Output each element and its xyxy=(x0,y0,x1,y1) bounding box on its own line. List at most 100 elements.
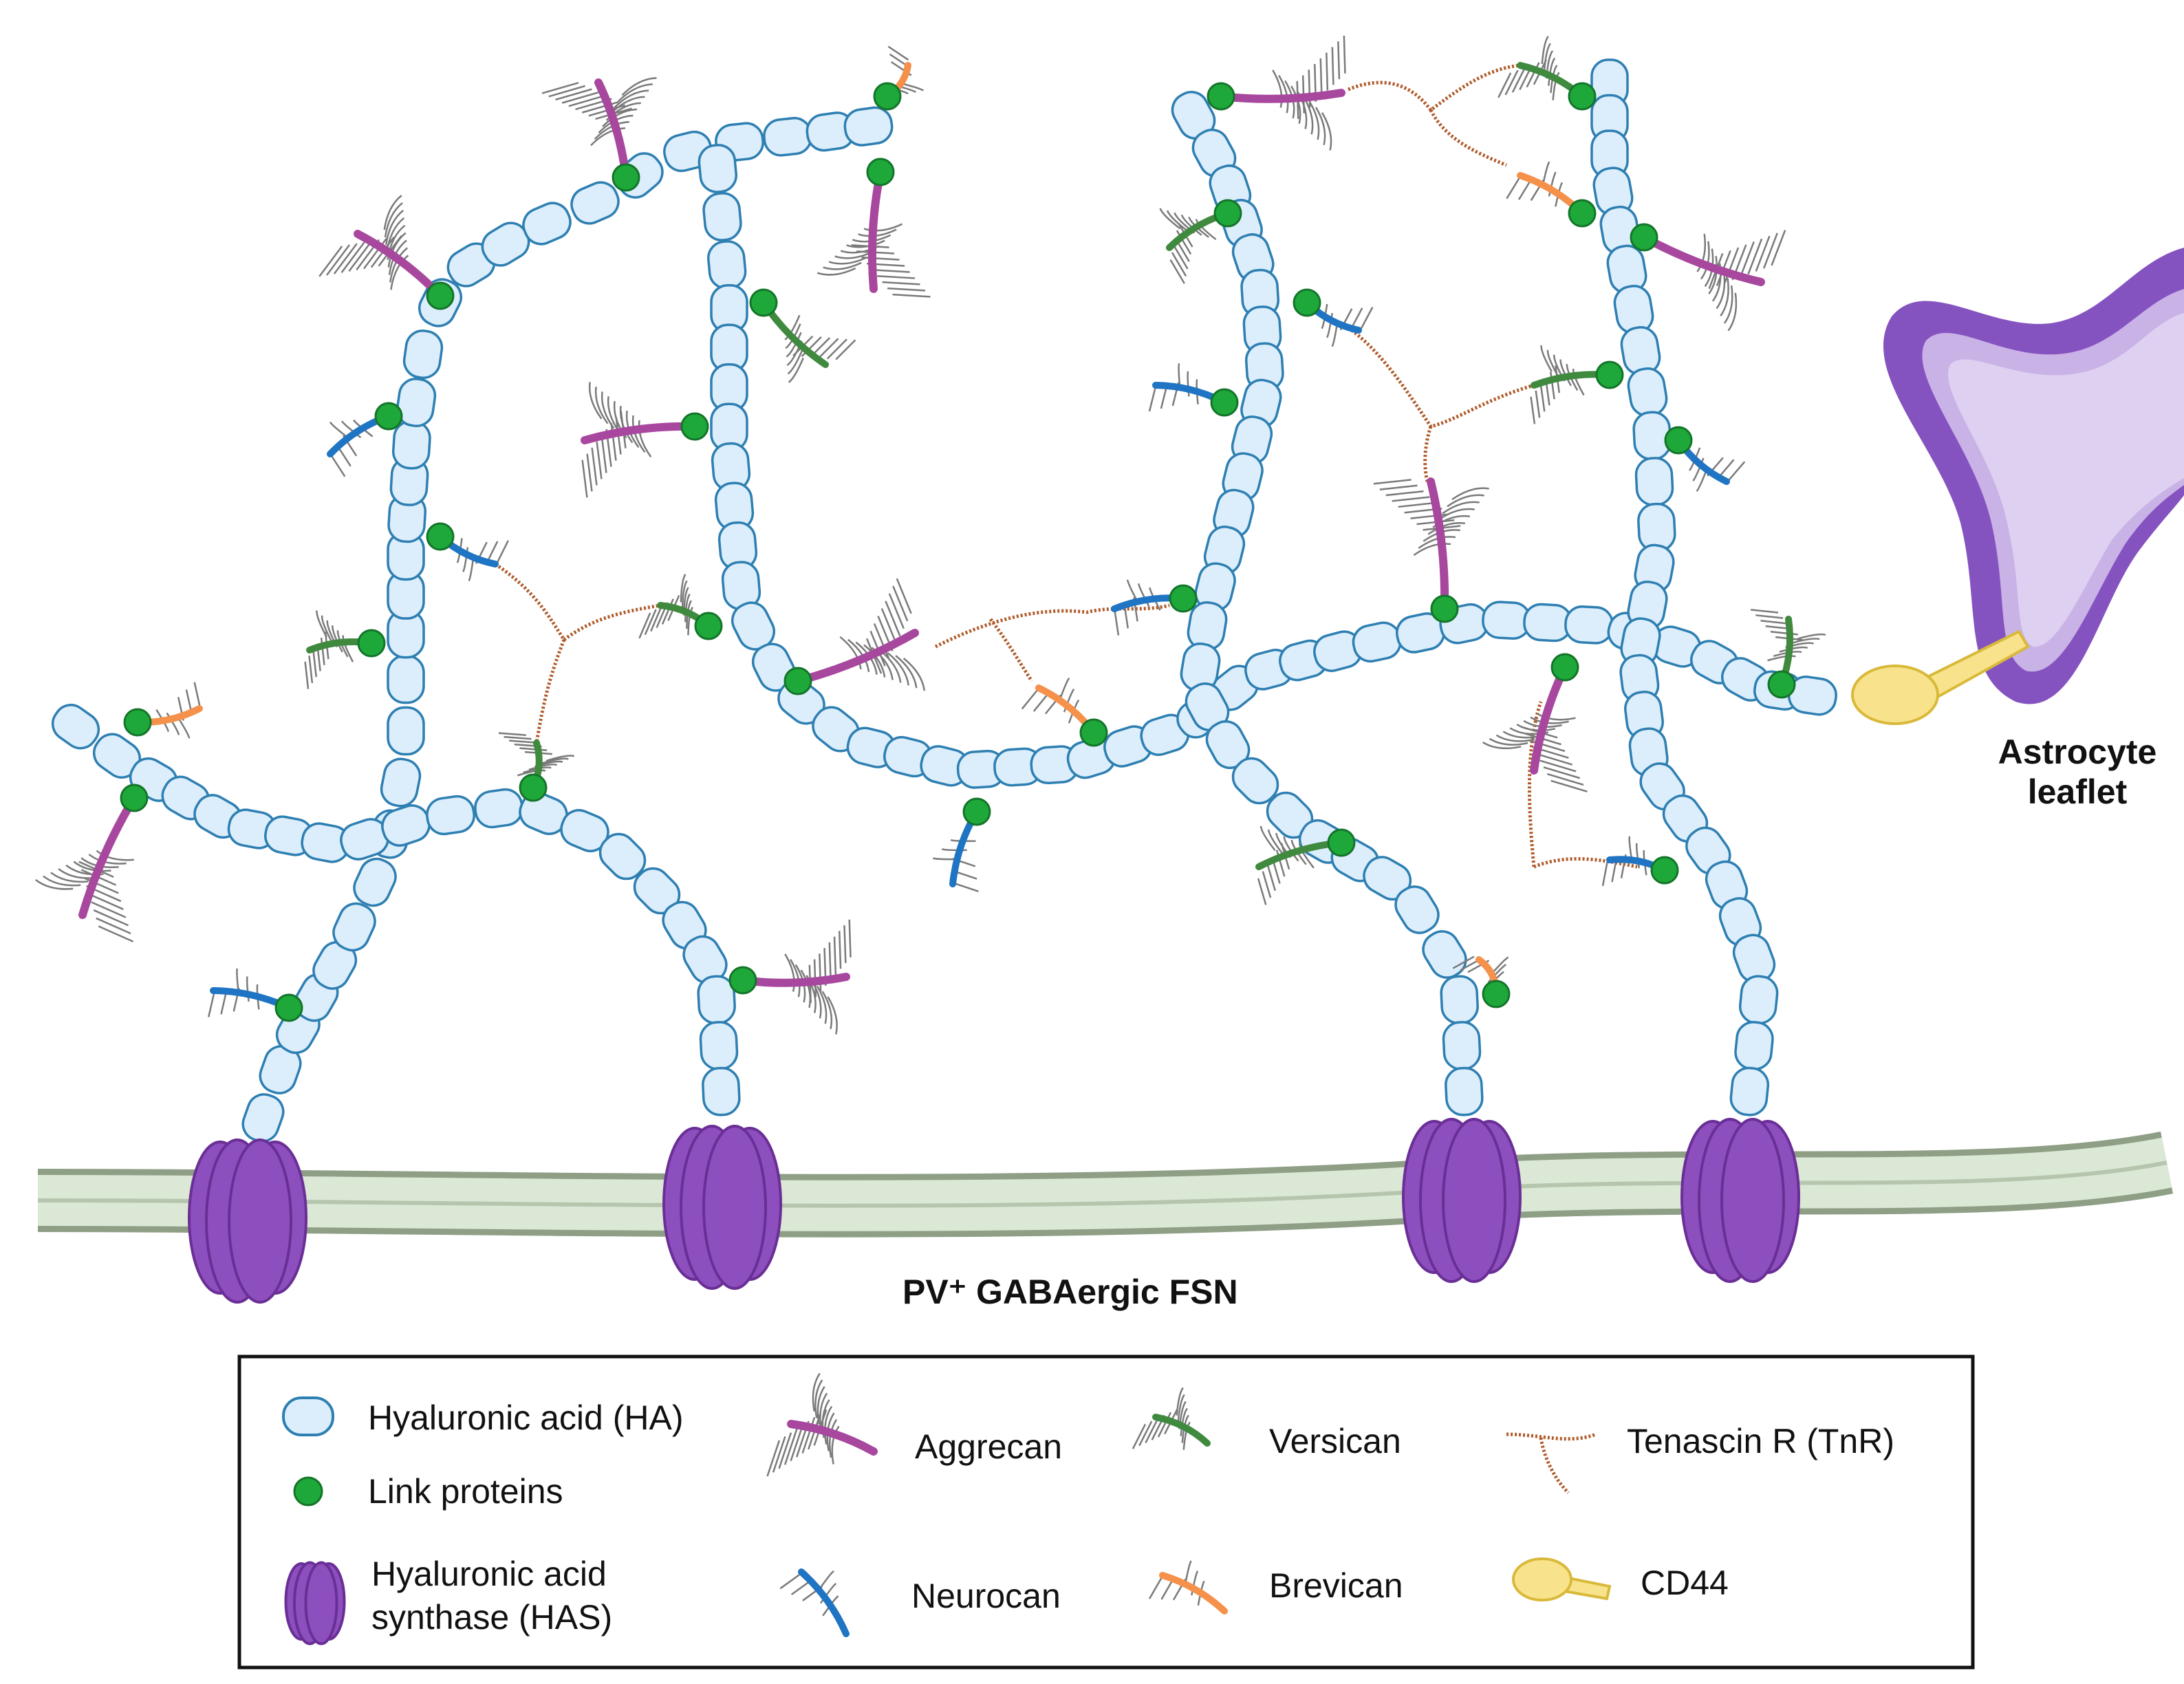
ha-bead xyxy=(387,706,425,756)
ha-bead xyxy=(702,1066,741,1116)
tenascin-strand xyxy=(934,603,1170,649)
cd44-icon xyxy=(1512,1557,1612,1601)
aggrecan-molecule xyxy=(1373,477,1489,623)
aggrecan-molecule xyxy=(817,158,931,298)
link-protein xyxy=(1664,426,1693,455)
brevican-molecule xyxy=(1506,161,1597,228)
ha-bead xyxy=(396,378,437,427)
tenascin-strand xyxy=(1527,701,1543,867)
astrocyte-label-line1: Astrocyte xyxy=(1998,733,2157,771)
ha-synthase xyxy=(1680,1118,1800,1283)
link-protein xyxy=(962,797,991,826)
aggrecan-molecule xyxy=(35,784,149,942)
versican-molecule xyxy=(638,574,723,640)
legend-has-label-line2: synthase (HAS) xyxy=(371,1598,612,1637)
versican-molecule xyxy=(498,732,575,802)
tenascin-strand xyxy=(534,639,566,744)
versican-molecule xyxy=(1159,199,1242,284)
ha-synthase xyxy=(284,1561,346,1645)
link-protein xyxy=(1079,718,1108,747)
legend-brevican-label: Brevican xyxy=(1269,1566,1403,1605)
link-protein xyxy=(274,993,303,1022)
aggrecan-molecule xyxy=(783,578,926,695)
ha-bead xyxy=(241,1093,285,1143)
proteoglycans xyxy=(35,35,1826,1035)
link-protein xyxy=(1767,670,1796,699)
ha-bead xyxy=(1422,930,1467,979)
link-protein xyxy=(783,667,812,695)
versican-molecule xyxy=(1255,825,1356,905)
link-protein xyxy=(694,612,723,640)
legend-aggrecan-label: Aggrecan xyxy=(915,1427,1062,1466)
legend-neurocan-label: Neurocan xyxy=(911,1577,1061,1615)
ha-bead xyxy=(332,902,376,952)
ha-bead xyxy=(522,202,572,246)
aggrecan-molecule xyxy=(766,1372,878,1477)
neurocan-icon xyxy=(779,1568,850,1637)
ha-bead xyxy=(51,704,100,750)
cd44-receptor xyxy=(1851,629,2030,725)
neurocan-molecule xyxy=(327,402,403,477)
brevican-molecule xyxy=(873,45,925,111)
tenascin-strand xyxy=(1348,63,1521,113)
link-protein xyxy=(1630,223,1658,252)
link-protein xyxy=(1327,828,1356,857)
has-icon xyxy=(284,1561,346,1645)
legend-versican-label: Versican xyxy=(1269,1422,1401,1460)
aggrecan-molecule xyxy=(1482,653,1588,792)
neurocan-molecule xyxy=(208,968,303,1022)
ha-bead xyxy=(1442,1021,1482,1070)
ha-bead xyxy=(843,106,894,147)
link-protein xyxy=(680,412,709,441)
brevican-molecule xyxy=(123,682,203,739)
ha-bead xyxy=(1564,605,1614,645)
link-protein xyxy=(749,288,778,317)
tenascin-strand xyxy=(988,618,1034,682)
link-protein xyxy=(426,522,455,551)
brevican-icon xyxy=(1148,1560,1228,1615)
aggrecan-molecule xyxy=(728,919,852,1035)
ha-bead xyxy=(570,181,620,225)
neurocan-molecule xyxy=(1601,836,1679,887)
link-protein xyxy=(357,629,386,658)
versican-icon xyxy=(1132,1387,1211,1450)
link-protein xyxy=(1207,82,1235,111)
neurocan-molecule xyxy=(1664,426,1746,493)
aggrecan-molecule xyxy=(318,195,455,310)
link-protein xyxy=(426,281,455,310)
brevican-molecule xyxy=(1148,1560,1228,1615)
legend: Hyaluronic acid (HA) Link proteins Hyalu… xyxy=(237,1354,1975,1670)
ha-bead xyxy=(763,116,812,157)
neuron-membrane xyxy=(37,1131,2174,1238)
legend-tenascin-label: Tenascin R (TnR) xyxy=(1627,1422,1894,1460)
ha-synthase xyxy=(188,1138,307,1304)
tenascin-strand xyxy=(1423,426,1433,482)
ha-bead xyxy=(1445,1066,1484,1116)
ha-bead xyxy=(698,144,738,193)
brevican-molecule xyxy=(1021,677,1108,747)
tenascin-strand xyxy=(494,562,661,643)
ha-bead xyxy=(702,192,742,241)
ha-synthase xyxy=(1402,1118,1522,1283)
link-protein xyxy=(866,158,895,186)
link-protein xyxy=(1568,82,1597,111)
link-protein xyxy=(519,773,548,802)
versican-molecule xyxy=(304,610,386,689)
versican-molecule xyxy=(749,288,856,383)
ha-bead xyxy=(1352,621,1402,663)
neurocan-molecule xyxy=(1111,579,1198,636)
link-protein xyxy=(1169,584,1198,613)
ha-bead xyxy=(699,1021,739,1070)
aggrecan-molecule xyxy=(1207,35,1346,151)
link-protein xyxy=(1568,199,1597,228)
ha-bead xyxy=(706,240,747,290)
link-protein xyxy=(1430,594,1459,623)
neurocan-molecule xyxy=(779,1568,850,1637)
ha-bead xyxy=(1738,975,1779,1025)
link-protein xyxy=(374,402,403,431)
neurocan-molecule xyxy=(1293,288,1374,347)
tenascin-strand xyxy=(1429,109,1507,167)
legend-ha-label: Hyaluronic acid (HA) xyxy=(368,1399,683,1437)
ha-bead xyxy=(1634,457,1674,506)
